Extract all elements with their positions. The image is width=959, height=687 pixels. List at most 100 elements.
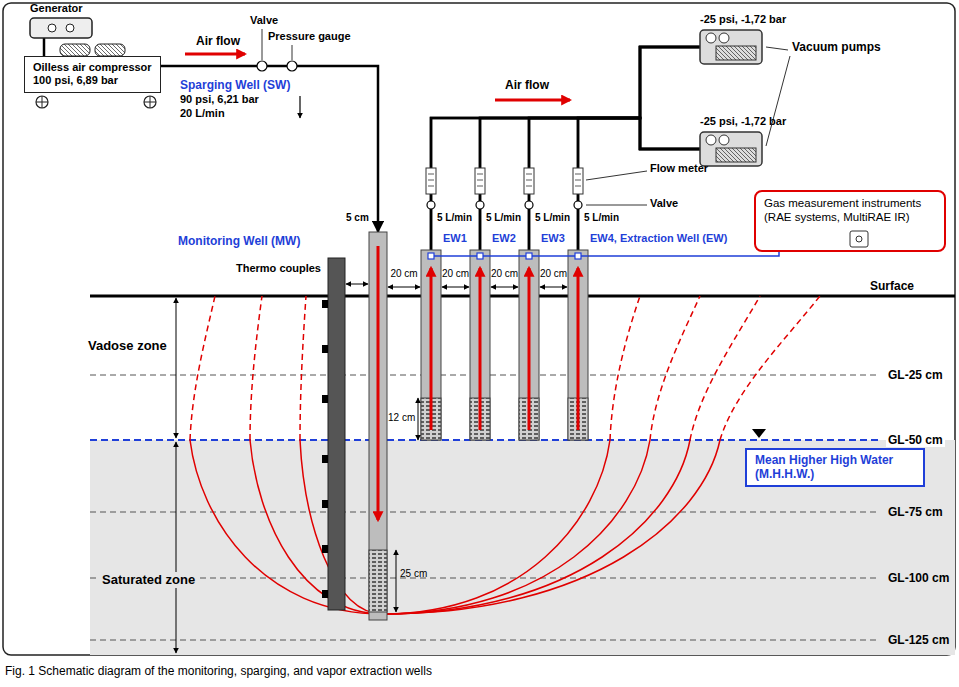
air-flow-arrow [377,246,380,520]
annotation-label: GL-125 cm [886,633,951,647]
thermocouple [322,300,328,308]
monitoring-well-column [328,258,345,610]
annotation-label: Thermo couples [236,262,321,275]
air-pipe [43,38,46,56]
annotation-label: 12 cm [388,412,415,424]
annotation-label: 5 L/min [486,212,521,224]
pressure-gauge-symbol [287,61,297,71]
saturated-ground [90,440,955,655]
air-pipe [480,47,700,250]
water-level-box: Mean Higher High Water (M.H.H.W.) [745,448,925,487]
flow-meter-scale [477,174,483,186]
air-flow-path [190,440,383,614]
air-pipe [480,118,700,250]
extraction-well: EW1 [421,250,441,440]
flow-meter [475,168,485,194]
flow-direction-arrow [299,96,300,118]
leader-line [586,171,647,180]
extraction-well: EW4, Extraction Well (EW) [568,250,588,440]
compressor-tank [60,44,90,56]
dimension-arrow [418,398,419,440]
thermocouple [322,455,328,463]
annotation-label: Flow meter [650,162,708,175]
node-text: 20 L/min [180,107,225,120]
thermocouple [322,545,328,553]
zone-arrow [176,298,177,438]
annotation-label: Valve [650,197,678,210]
leader-line [262,29,263,60]
extraction-well: EW3 [519,250,539,440]
leader-line [766,47,788,50]
extraction-well-column [421,250,441,440]
air-flow-arrow [577,268,580,430]
pump-grille [716,46,756,60]
vacuum-pump-body [700,30,762,64]
sparging-well: Sparging Well (SW)90 psi, 6,21 bar20 L/m… [369,232,387,620]
annotation-label: Surface [870,279,914,293]
air-flow-arrow [185,53,245,56]
depth-line [90,640,880,641]
air-flow-path [383,440,720,614]
air-pipe [431,47,700,250]
annotation-label: GL-50 cm [886,433,945,447]
annotation-label: GL-75 cm [886,505,945,519]
monitoring-well: Monitoring Well (MW) [328,258,345,610]
vacuum-pump: -25 psi, -1,72 bar [700,30,762,64]
air-flow-path [383,440,610,614]
vacuum-pump-body [700,132,762,166]
depth-line [90,578,880,579]
dimension-arrow [388,287,420,288]
annotation-label: Valve [250,14,278,27]
node-text: 90 psi, 6,21 bar [180,93,259,106]
air-pipe [578,118,700,250]
sampling-port [477,253,483,259]
annotation-label: GL-25 cm [886,368,945,382]
vapor-flow-path [610,296,640,440]
air-flow-path [250,440,383,614]
annotation-label: 25 cm [400,568,427,580]
annotation-label: Air flow [505,78,549,92]
node-text: Generator [30,2,83,15]
dimension-arrow [540,287,567,288]
air-flow-arrow [479,268,482,430]
annotation-label: Saturated zone [100,572,197,588]
pump-fan [706,135,716,145]
flow-meter-scale [428,174,434,186]
compressor-wheel [36,96,48,108]
leader-line [586,205,647,206]
sampling-port [526,253,532,259]
extraction-well-column [470,250,490,440]
compressor-wheel [144,96,156,108]
air-pipe [161,66,378,232]
annotation-label: 5 L/min [535,212,570,224]
thermocouple [322,345,328,353]
zone-arrow [176,442,177,653]
annotation-label: 20 cm [442,268,469,280]
sampling-port [575,253,581,259]
node-text: EW3 [541,232,565,245]
extraction-well: EW2 [470,250,490,440]
leader-line [766,56,790,146]
compressor-wheel [36,96,48,108]
pump-fan [719,33,729,43]
compressor-wheel [144,96,156,108]
dimension-arrow [442,287,469,288]
node-text: Sparging Well (SW) [180,78,290,92]
annotation-label: Air flow [196,34,240,48]
valve-symbol [427,201,435,209]
annotation-label: GL-100 cm [886,571,951,585]
compressor-tank [95,44,125,56]
flow-meter-scale [526,174,532,186]
figure-border [3,3,955,655]
instrument-box: Gas measurement instruments (RAE systems… [754,190,946,252]
node-text: Oilless air compressor [33,61,152,74]
valve-symbol [574,201,582,209]
well-screen [369,550,387,612]
vapor-flow-path [300,296,306,440]
vapor-flow-path [190,296,215,440]
flow-meter [426,168,436,194]
node-text: Monitoring Well (MW) [178,234,300,248]
thermocouple [322,590,328,598]
air-flow-arrow [430,268,433,430]
sampling-port [428,253,434,259]
